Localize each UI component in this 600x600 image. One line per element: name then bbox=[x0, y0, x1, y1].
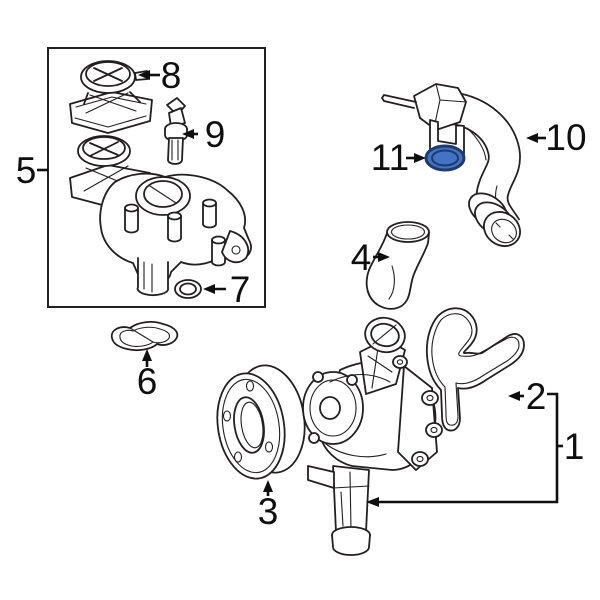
callout-2-arrowhead bbox=[508, 391, 520, 401]
callout-10-label[interactable]: 10 bbox=[545, 117, 586, 158]
callout-1-bracket bbox=[372, 392, 559, 504]
part-9-valve[interactable] bbox=[164, 97, 188, 165]
callout-11-arrowhead bbox=[414, 153, 426, 163]
part-4-elbow-hose[interactable] bbox=[365, 221, 430, 310]
callout-3-label[interactable]: 3 bbox=[258, 491, 279, 532]
part-1-water-pump[interactable] bbox=[302, 314, 443, 556]
part-5-thermostat-housing[interactable] bbox=[69, 135, 252, 297]
callouts: 8 9 5 7 6 3 4 11 10 2 bbox=[16, 55, 587, 532]
callout-10-arrowhead bbox=[526, 133, 538, 143]
callout-1-arrowhead bbox=[366, 497, 379, 507]
callout-4-arrowhead bbox=[378, 252, 390, 262]
callout-11-label[interactable]: 11 bbox=[371, 137, 409, 178]
part-8-thermostat-unit[interactable] bbox=[69, 60, 153, 134]
callout-2-label[interactable]: 2 bbox=[526, 376, 547, 417]
part-5-group-box bbox=[47, 47, 266, 308]
part-3-pulley[interactable] bbox=[210, 360, 312, 483]
callout-8-arrowhead bbox=[138, 70, 150, 80]
callout-4-label[interactable]: 4 bbox=[351, 237, 372, 278]
callout-1-label[interactable]: 1 bbox=[564, 426, 585, 467]
part-2-gasket[interactable] bbox=[425, 307, 525, 432]
callout-6-arrowhead bbox=[142, 349, 152, 361]
callout-7-label[interactable]: 7 bbox=[230, 269, 251, 310]
part-7-seal[interactable] bbox=[174, 279, 202, 299]
part-6-gasket[interactable] bbox=[110, 321, 179, 352]
part-10-hose[interactable] bbox=[381, 83, 527, 253]
part-11-seal-inner bbox=[431, 149, 459, 167]
callout-6-label[interactable]: 6 bbox=[137, 361, 158, 402]
callout-9-arrowhead bbox=[182, 129, 194, 139]
callout-9-label[interactable]: 9 bbox=[205, 114, 226, 155]
callout-7-arrowhead bbox=[203, 284, 215, 294]
callout-5-label[interactable]: 5 bbox=[16, 150, 37, 191]
part-11-seal-highlighted[interactable] bbox=[424, 144, 466, 172]
callout-3-arrowhead bbox=[263, 480, 273, 492]
callout-8-label[interactable]: 8 bbox=[161, 55, 182, 96]
